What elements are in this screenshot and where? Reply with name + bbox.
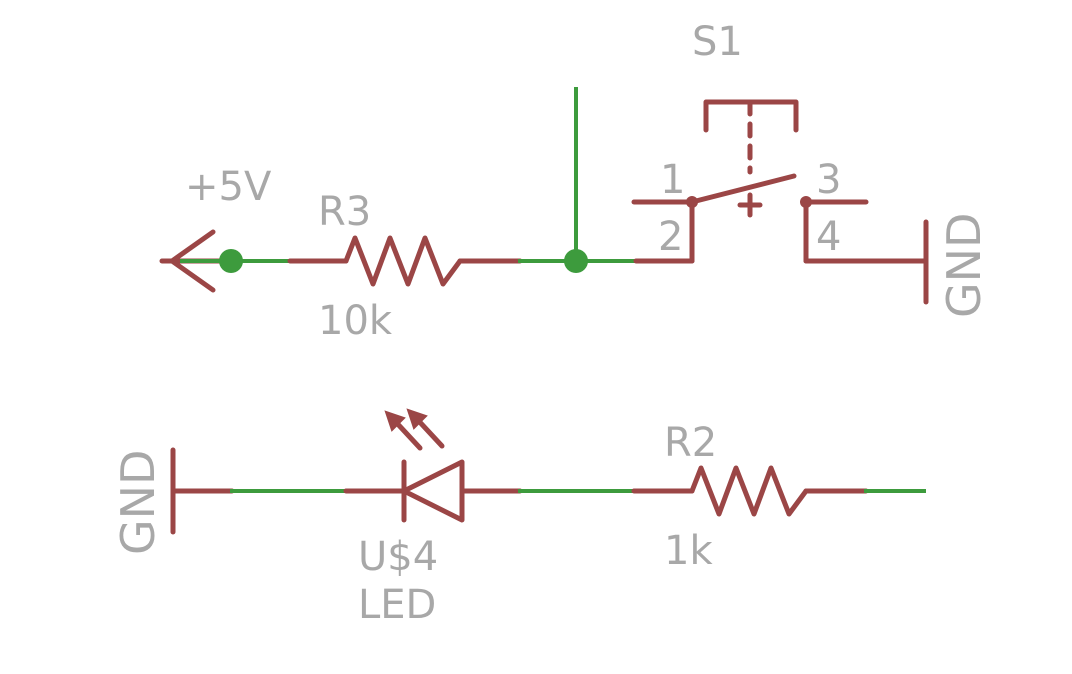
junction-dot: [564, 249, 588, 273]
switch-s1-symbol: [631, 99, 929, 264]
resistor-r2-symbol: [631, 465, 869, 517]
r2-name: R2: [664, 420, 717, 466]
led-symbol-icon: [343, 408, 523, 523]
gnd-right-label: GND: [937, 213, 991, 318]
junction-dot: [219, 249, 243, 273]
s1-pin2: 2: [658, 214, 683, 260]
s1-pin3: 3: [816, 157, 841, 203]
supply-label: +5V: [185, 164, 272, 210]
led-name: U$4: [358, 534, 438, 580]
r3-name: R3: [318, 189, 371, 235]
s1-pin1: 1: [660, 157, 685, 203]
gnd-left-label: GND: [111, 450, 165, 555]
r3-value: 10k: [318, 298, 393, 344]
s1-name: S1: [692, 19, 743, 65]
led-value: LED: [358, 582, 436, 628]
resistor-r3-symbol: [287, 235, 523, 287]
s1-pin4: 4: [816, 214, 841, 260]
r2-value: 1k: [664, 528, 713, 574]
